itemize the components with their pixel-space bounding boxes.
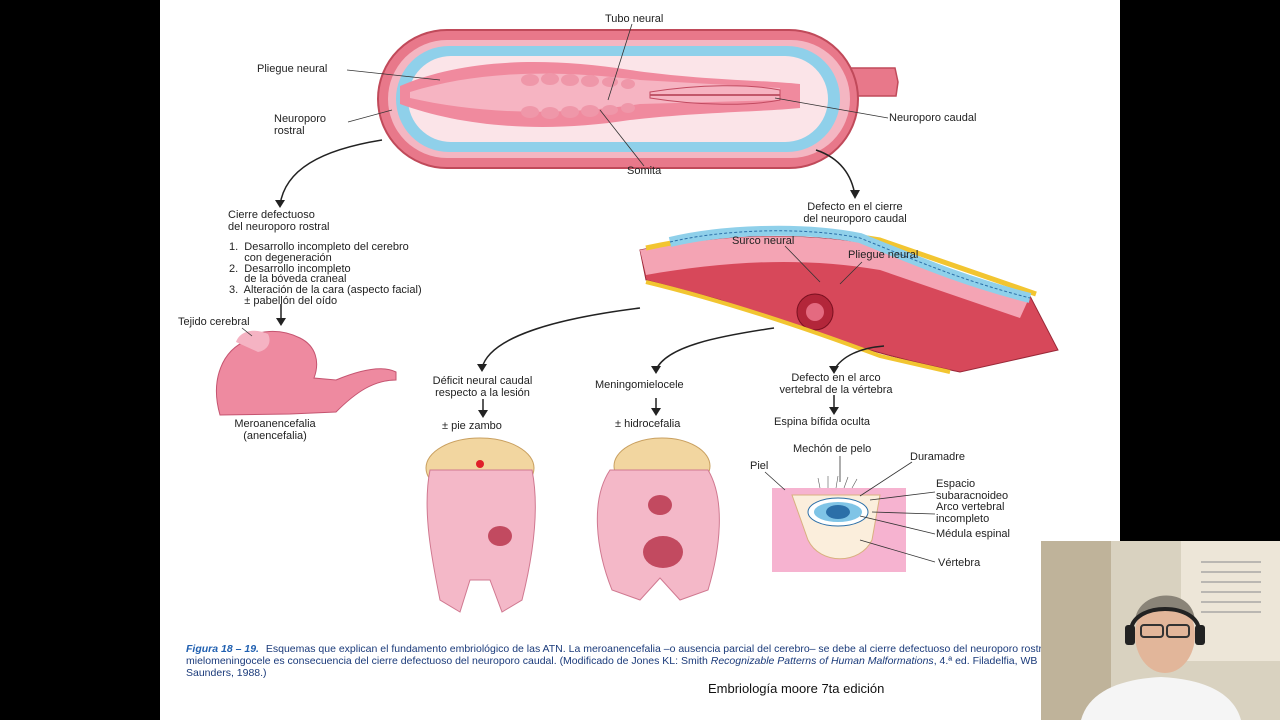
label-espacio-subaracnoideo: Espacio subaracnoideo: [936, 478, 1009, 502]
infant-hidrocefalia-illustration: [596, 437, 720, 601]
label-hidrocefalia: ± hidrocefalia: [615, 418, 681, 430]
label-lista-consecuencias-rostral: 1. Desarrollo incompleto del cerebro con…: [229, 241, 422, 307]
label-neuroporo-caudal: Neuroporo caudal: [889, 112, 977, 124]
meroanencefalia-illustration: [216, 330, 397, 416]
espina-bifida-oculta-illustration: [772, 475, 906, 572]
label-tubo-neural: Tubo neural: [605, 13, 664, 25]
source-note: Embriología moore 7ta edición: [708, 681, 885, 696]
label-pie-zambo: ± pie zambo: [442, 420, 502, 432]
label-neuroporo-rostral: Neuroporo rostral: [274, 113, 326, 137]
figure-caption: Figura 18 – 19. Esquemas que explican el…: [186, 643, 1086, 679]
embryo-illustration: [377, 29, 899, 169]
label-surco-neural: Surco neural: [732, 235, 795, 247]
label-defecto-cierre-caudal: Defecto en el cierre del neuroporo cauda…: [803, 201, 907, 225]
neural-tube-defects-figure: [216, 23, 1059, 613]
label-meningomielocele: Meningomielocele: [595, 379, 684, 391]
label-cierre-defectuoso-rostral: Cierre defectuoso del neuroporo rostral: [228, 209, 330, 233]
label-deficit-neural-caudal: Déficit neural caudal respecto a la lesi…: [432, 375, 533, 399]
infant-pie-zambo-illustration: [425, 437, 536, 613]
presenter-webcam: [1041, 541, 1280, 720]
label-pliegue-neural: Pliegue neural: [257, 63, 328, 75]
label-defecto-arco-vertebral: Defecto en el arco vertebral de la vérte…: [779, 372, 893, 396]
label-mechon-de-pelo: Mechón de pelo: [793, 443, 872, 455]
label-piel: Piel: [750, 460, 769, 472]
label-arco-vertebral-incompleto: Arco vertebral incompleto: [936, 501, 1005, 525]
caption-tail: , 4.ª ed. Filadelfia, WB Saunders, 1988.…: [186, 655, 1038, 679]
label-tejido-cerebral: Tejido cerebral: [178, 316, 250, 328]
label-vertebra: Vértebra: [938, 557, 981, 569]
label-espina-bifida-oculta: Espina bífida oculta: [774, 416, 871, 428]
figure-number: Figura 18 – 19.: [186, 643, 259, 655]
label-duramadre: Duramadre: [910, 451, 966, 463]
caption-book-title: Recognizable Patterns of Human Malformat…: [710, 655, 934, 667]
label-pliegue-neural-corte: Pliegue neural: [848, 249, 919, 261]
label-medula-espinal: Médula espinal: [936, 528, 1010, 540]
document-page: Tubo neural Pliegue neural Neuroporo ros…: [160, 0, 1120, 720]
caption-text: Esquemas que explican el fundamento embr…: [186, 643, 1070, 667]
label-somita: Somita: [627, 165, 662, 177]
label-meroanencefalia: Meroanencefalia (anencefalia): [234, 418, 316, 442]
